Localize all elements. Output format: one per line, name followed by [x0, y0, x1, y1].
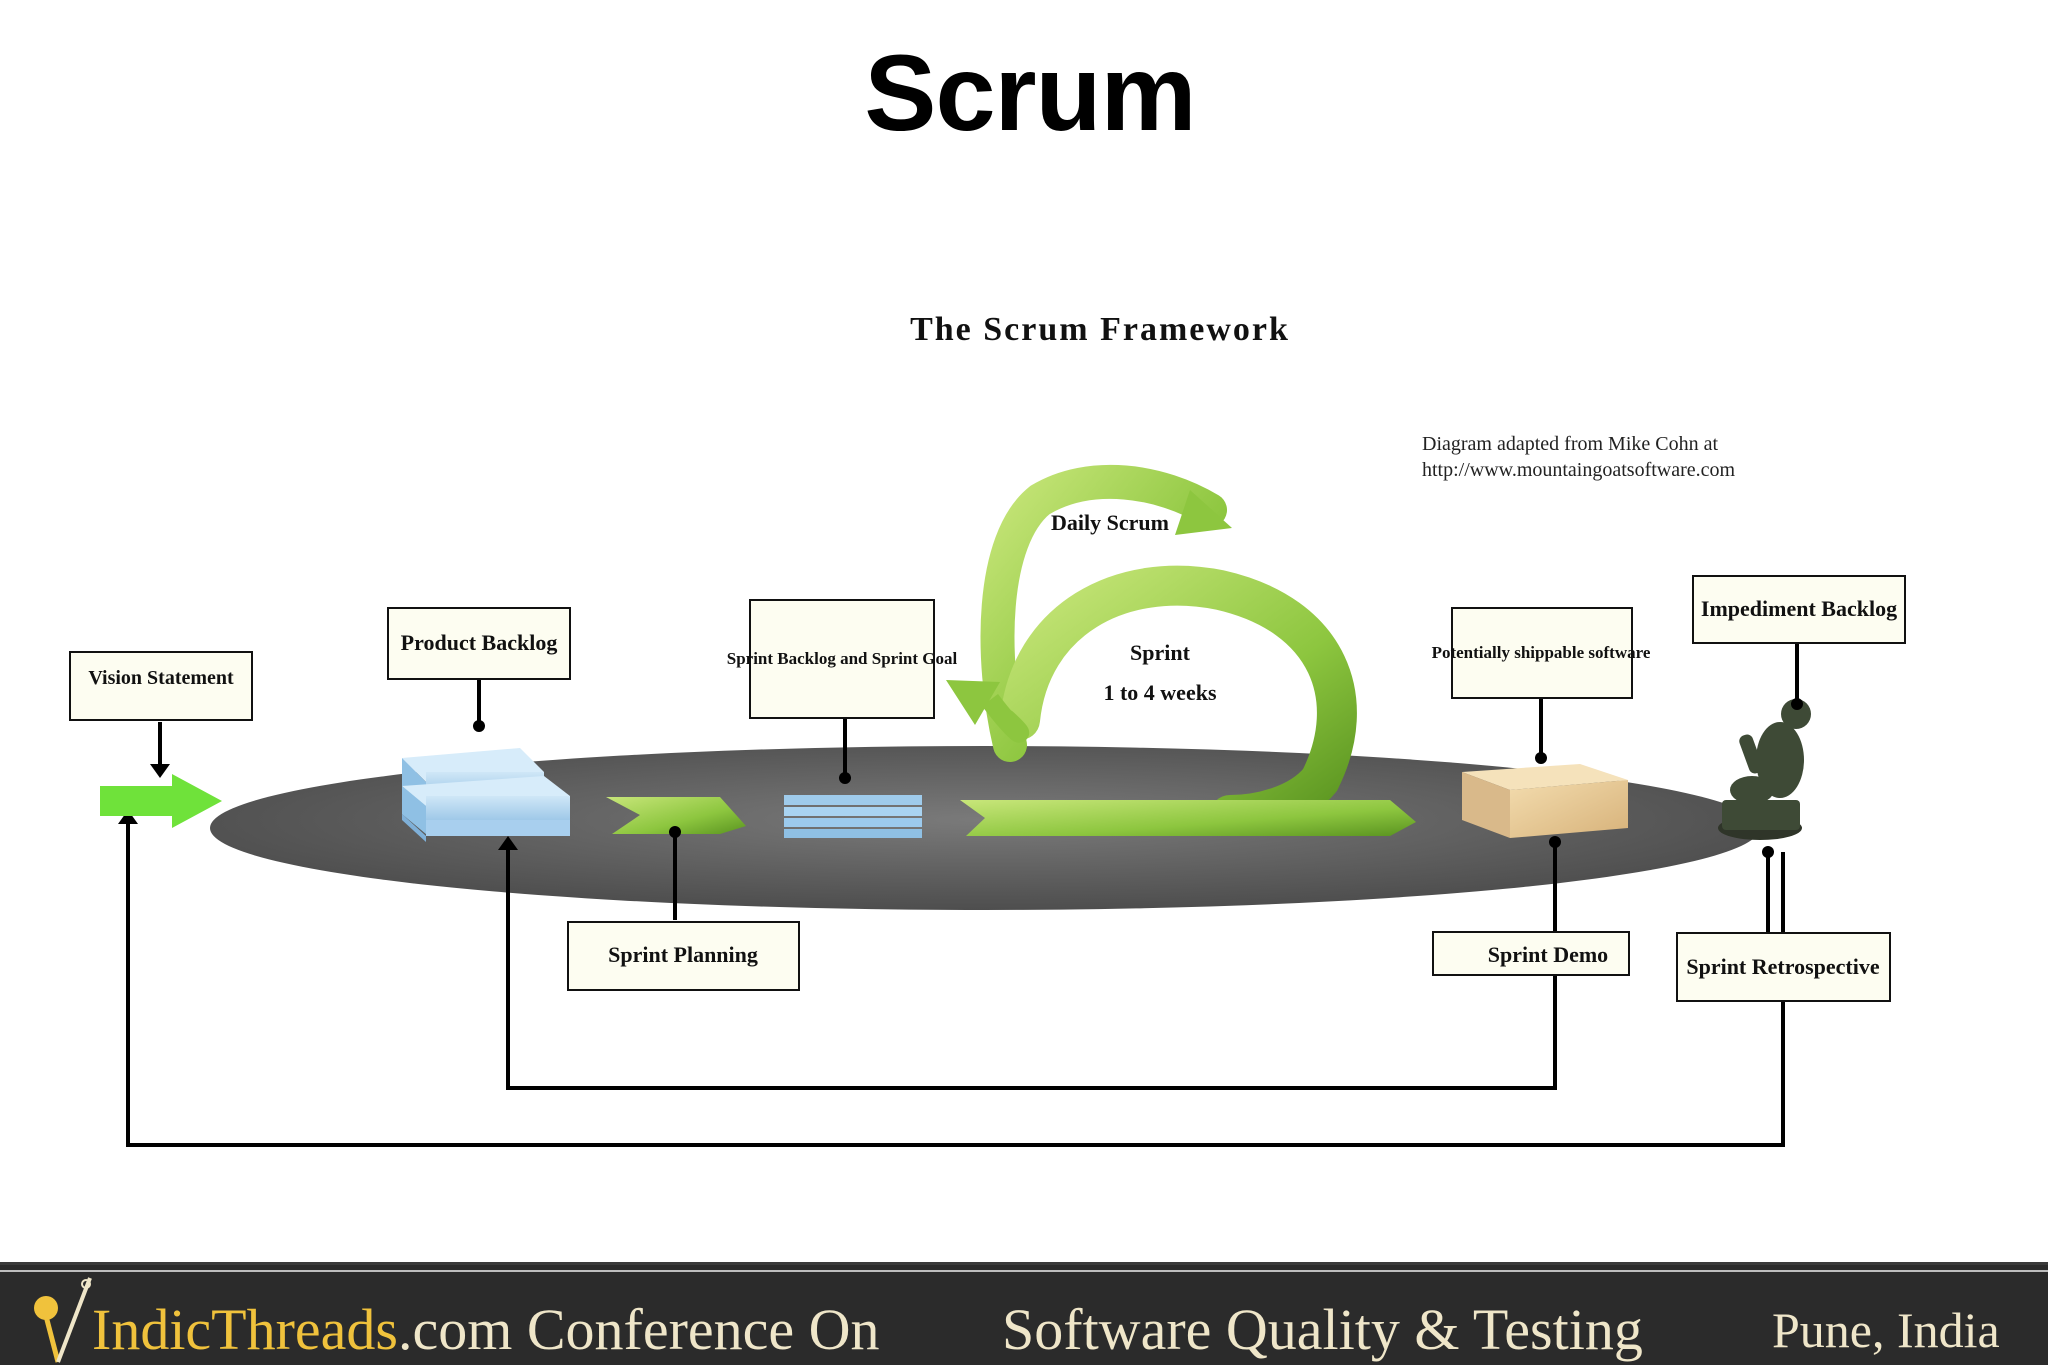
daily-scrum-label: Daily Scrum [1051, 510, 1169, 535]
sprint-retro-label: Sprint Retrospective [1686, 954, 1880, 979]
footer-brand: IndicThreads.com Conference On [92, 1295, 880, 1365]
sprint-planning-box [567, 921, 800, 991]
credit-line-2: http://www.mountaingoatsoftware.com [1422, 459, 1736, 481]
footer-divider-bottom [0, 1270, 2048, 1272]
product-backlog-box [387, 607, 571, 680]
footer-divider-top [0, 1262, 2048, 1265]
sprint-backlog-box [749, 599, 935, 719]
sprint-duration-label: 1 to 4 weeks [1103, 680, 1216, 705]
label-boxes [69, 575, 1906, 1002]
footer-location: Pune, India [1772, 1302, 2000, 1358]
vision-label: Vision Statement [88, 667, 234, 689]
impediment-box [1692, 575, 1906, 644]
sprint-backlog-sheets [784, 795, 922, 838]
footer-brand-suffix: .com Conference On [397, 1297, 880, 1362]
daily-scrum-loop [946, 464, 1416, 836]
shippable-label: Potentially shippable software [1432, 643, 1651, 662]
label-connectors [150, 642, 1803, 933]
product-backlog-label: Product Backlog [401, 630, 558, 655]
diagram-title: The Scrum Framework [910, 311, 1290, 348]
slide-title: Scrum [864, 32, 1196, 153]
needle-thread-icon [34, 1277, 92, 1363]
sprint-demo-box [1432, 931, 1630, 976]
credit-line-1: Diagram adapted from Mike Cohn at [1422, 433, 1718, 455]
sprint-demo-label: Sprint Demo [1488, 942, 1608, 967]
sprint-label: Sprint [1130, 640, 1191, 665]
sprint-planning-label: Sprint Planning [608, 942, 758, 967]
product-backlog-stack [402, 748, 570, 842]
vision-box [69, 651, 253, 721]
thinker-statue [1718, 699, 1811, 840]
footer-banner [0, 1262, 2048, 1365]
footer-conference: Software Quality & Testing [1002, 1297, 1643, 1362]
footer-brand-name: IndicThreads [92, 1297, 398, 1362]
scrum-framework-diagram: The Scrum Framework Diagram adapted from… [69, 311, 1906, 1147]
sprint-flow-arrow [960, 800, 1416, 836]
shippable-box [1462, 764, 1628, 838]
sprint-retro-box [1676, 932, 1891, 1002]
vision-arrow [100, 774, 222, 828]
impediment-label: Impediment Backlog [1701, 596, 1897, 621]
shippable-box-label [1451, 607, 1633, 699]
sprint-planning-arrow [606, 797, 746, 834]
sprint-backlog-label: Sprint Backlog and Sprint Goal [727, 649, 958, 668]
